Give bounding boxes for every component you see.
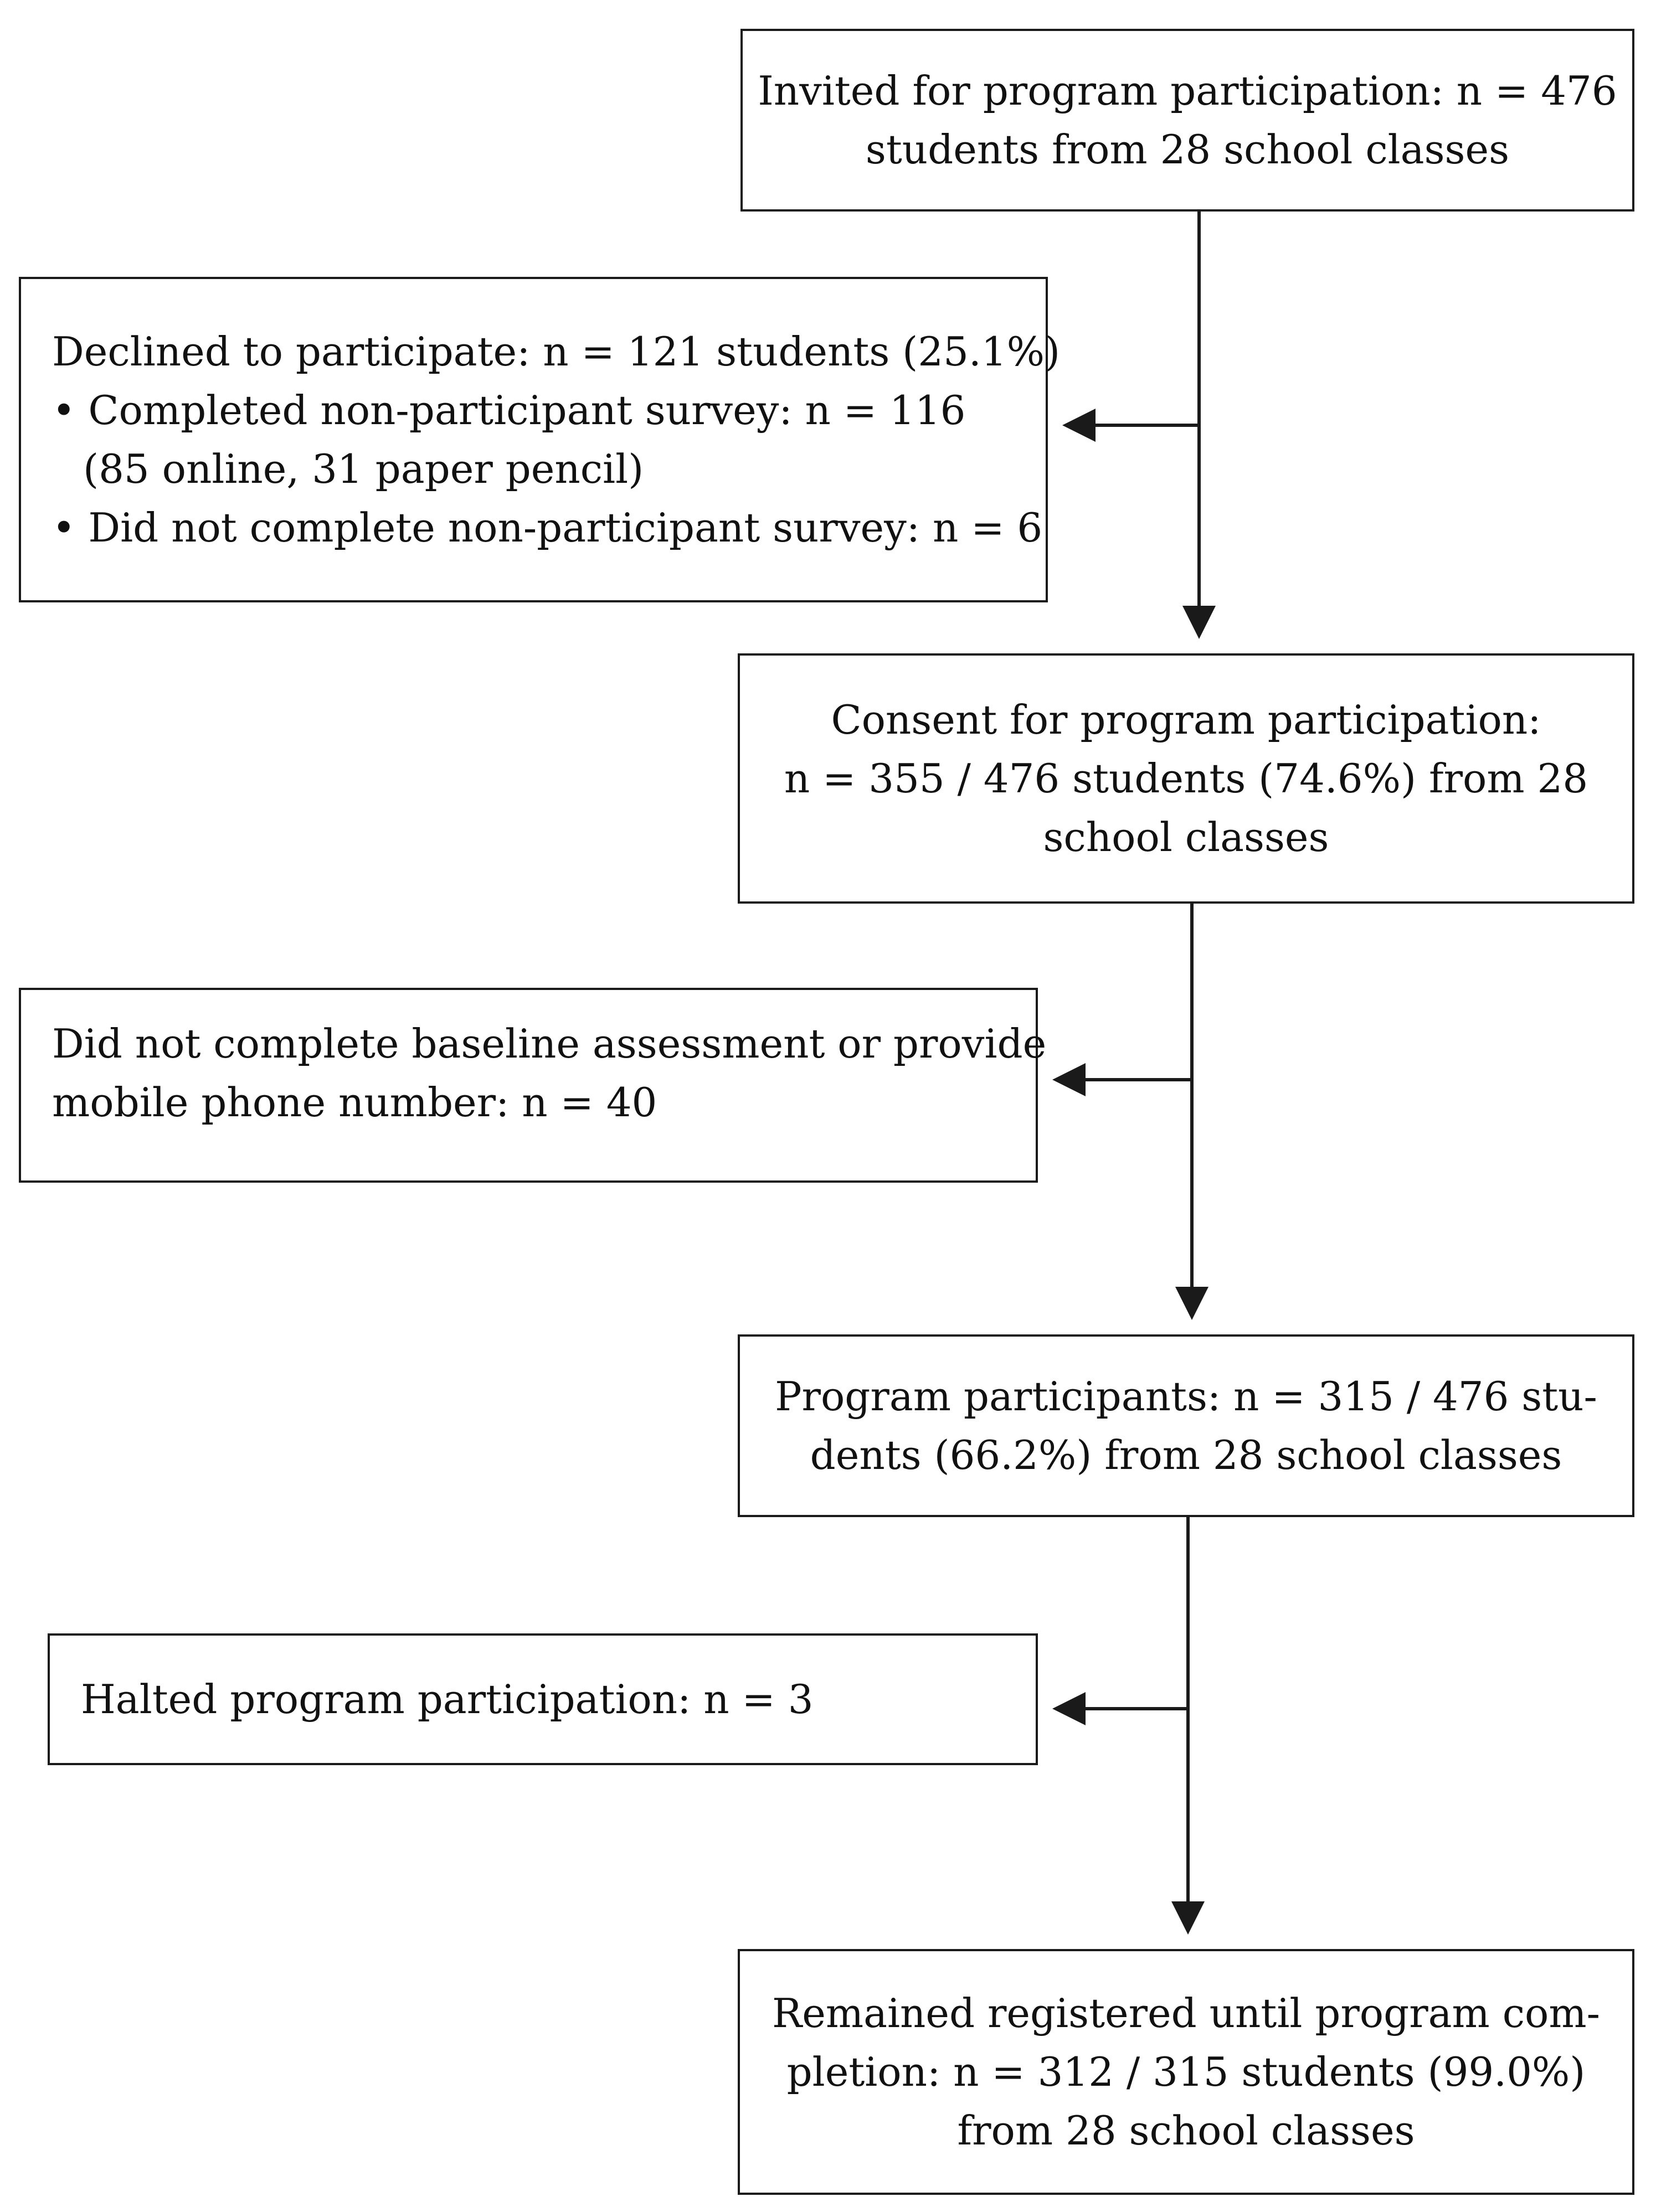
declined-bullet-1-text: Completed non-participant survey: n = 11… (88, 387, 966, 434)
remained-box: Remained registered until program com- p… (738, 1949, 1634, 2195)
consent-line-2: n = 355 / 476 students (74.6%) from 28 (784, 755, 1588, 802)
baseline-line-2: mobile phone number: n = 40 (52, 1079, 657, 1126)
consent-line-3: school classes (1043, 814, 1329, 860)
participants-line-2: dents (66.2%) from 28 school classes (810, 1432, 1562, 1478)
participants-line-1: Program participants: n = 315 / 476 stu- (775, 1373, 1597, 1420)
declined-bullet-2: • Did not complete non-participant surve… (52, 498, 1042, 557)
participants-box: Program participants: n = 315 / 476 stu-… (738, 1334, 1634, 1517)
baseline-line-1: Did not complete baseline assessment or … (52, 1020, 1047, 1067)
declined-bullet-1-sub: (85 online, 31 paper pencil) (83, 446, 644, 492)
remained-line-2: pletion: n = 312 / 315 students (99.0%) (786, 2049, 1586, 2095)
declined-bullet-2-text: Did not complete non-participant survey:… (88, 504, 1043, 551)
halted-line-1: Halted program participation: n = 3 (81, 1676, 814, 1723)
bullet-icon: • (52, 504, 89, 551)
invited-line-1: Invited for program participation: n = 4… (758, 68, 1617, 114)
consent-line-1: Consent for program participation: (831, 697, 1541, 743)
bullet-icon: • (52, 387, 89, 434)
declined-box: Declined to participate: n = 121 student… (19, 277, 1061, 602)
remained-line-3: from 28 school classes (957, 2107, 1415, 2154)
declined-title: Declined to participate: n = 121 student… (52, 328, 1061, 375)
halted-box: Halted program participation: n = 3 (48, 1633, 1038, 1765)
invited-box: Invited for program participation: n = 4… (740, 29, 1634, 212)
remained-line-1: Remained registered until program com- (772, 1990, 1600, 2036)
invited-line-2: students from 28 school classes (865, 126, 1510, 173)
declined-bullet-1: • Completed non-participant survey: n = … (52, 381, 1018, 440)
baseline-box: Did not complete baseline assessment or … (19, 988, 1047, 1183)
consent-box: Consent for program participation: n = 3… (738, 653, 1634, 904)
